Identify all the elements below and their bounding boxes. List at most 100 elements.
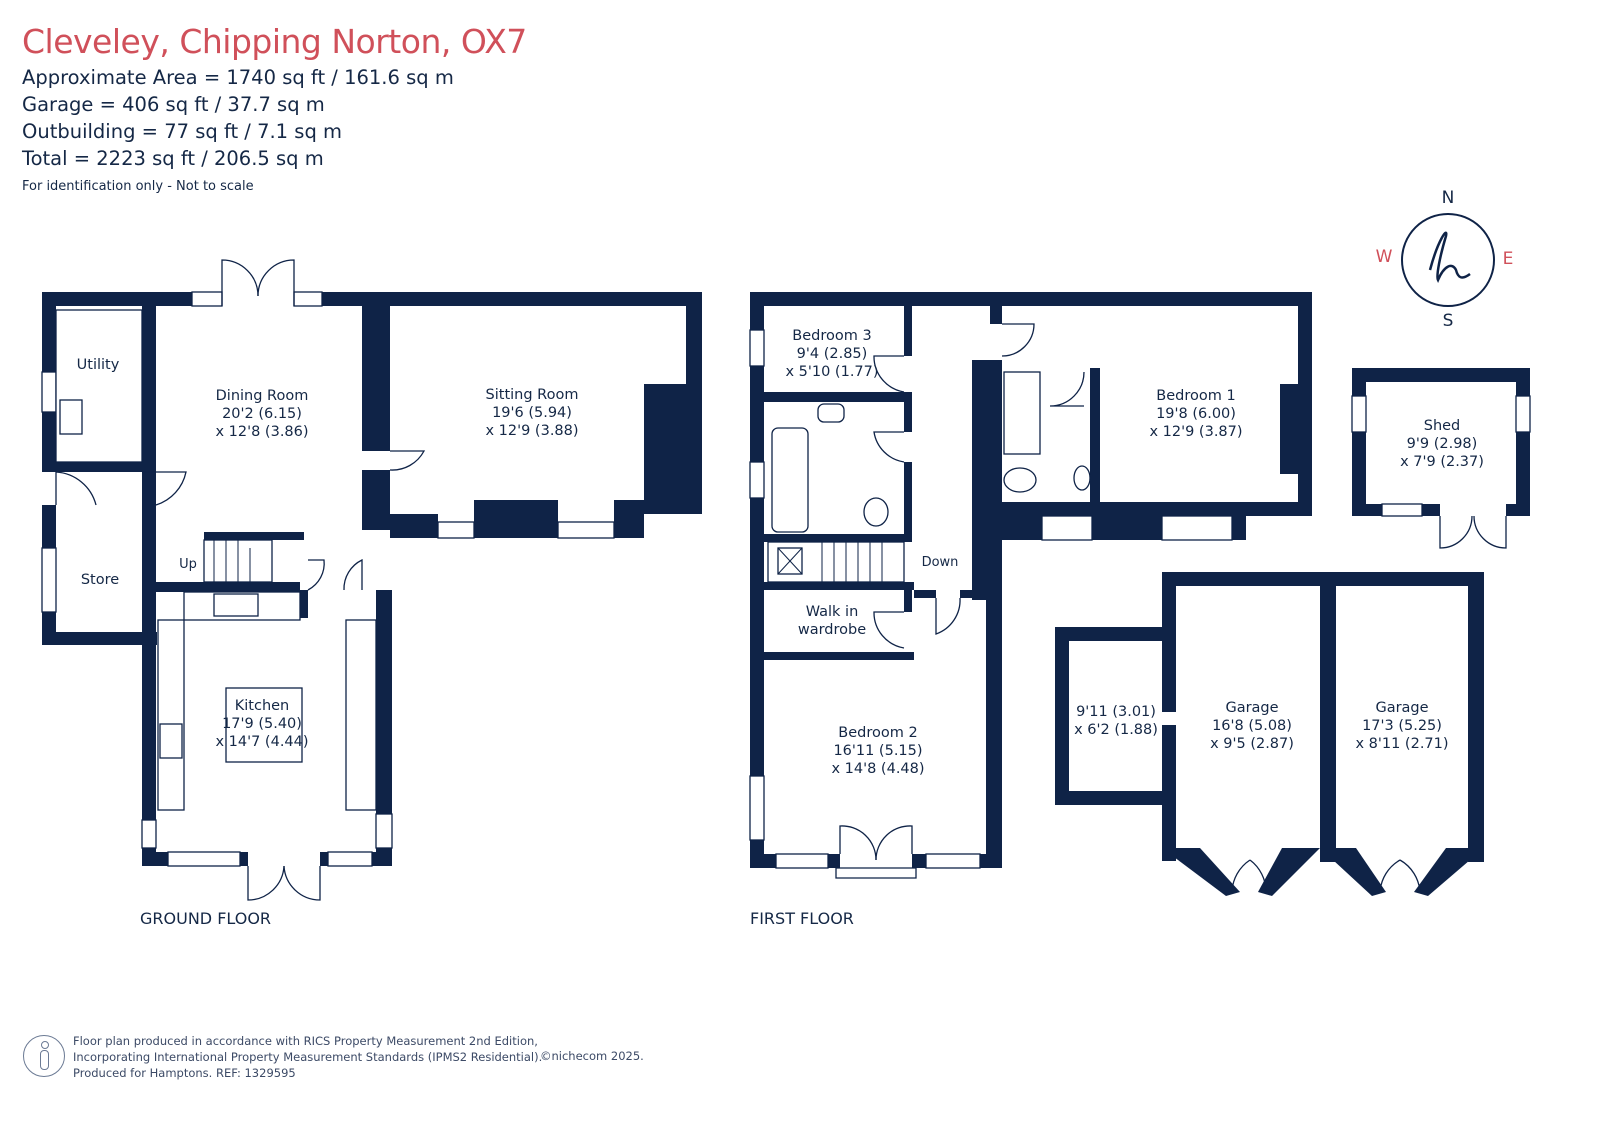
wall — [1320, 572, 1336, 862]
wall — [1298, 306, 1312, 516]
window — [557, 521, 615, 539]
hob-icon — [213, 593, 259, 617]
wall — [148, 398, 156, 448]
door — [935, 597, 961, 635]
garage-area: Garage = 406 sq ft / 37.7 sq m — [22, 93, 325, 116]
wall — [1422, 504, 1440, 516]
door — [1399, 859, 1421, 893]
wall — [42, 462, 142, 472]
door — [283, 865, 321, 901]
stairs-up-label: Up — [179, 557, 197, 572]
toilet-icon — [1003, 467, 1037, 493]
wall — [1090, 368, 1100, 504]
wall — [376, 590, 392, 866]
room-label-garage-store: 9'11 (3.01)x 6'2 (1.88) — [1074, 704, 1158, 738]
window — [1515, 395, 1531, 433]
wall — [1320, 848, 1386, 896]
wall — [986, 596, 1002, 868]
wall — [1055, 627, 1175, 641]
wall — [990, 306, 1002, 324]
window — [41, 371, 57, 413]
window — [1041, 515, 1093, 541]
first-floor-label: FIRST FLOOR — [750, 909, 854, 928]
wall — [1352, 368, 1530, 382]
compass-north: N — [1442, 188, 1455, 208]
wall — [1258, 848, 1320, 896]
wall — [142, 306, 156, 866]
wall — [614, 500, 644, 538]
wall — [42, 632, 157, 645]
footer-line: Produced for Hamptons. REF: 1329595 — [73, 1066, 296, 1080]
door — [247, 865, 285, 901]
window — [327, 851, 373, 867]
door — [142, 471, 187, 506]
door — [343, 558, 363, 591]
wall — [474, 500, 558, 538]
wall — [914, 590, 936, 598]
bath-icon — [771, 427, 809, 533]
window — [925, 853, 981, 869]
utility-worktop — [55, 309, 143, 463]
footer-notes: Floor plan produced in accordance with R… — [73, 1033, 542, 1081]
door — [873, 611, 905, 649]
wall — [1162, 725, 1176, 861]
wall — [764, 534, 912, 542]
sink-icon — [59, 399, 83, 435]
wall — [1055, 627, 1069, 805]
wall — [904, 306, 912, 356]
kitchen-worktop — [345, 619, 377, 811]
window — [293, 291, 323, 307]
wall — [390, 514, 438, 538]
window — [437, 521, 475, 539]
wall — [1055, 791, 1175, 805]
chimney-breast — [644, 384, 702, 514]
wall — [300, 590, 308, 618]
wall — [1162, 848, 1240, 896]
scale-note: For identification only - Not to scale — [22, 179, 254, 194]
door — [875, 825, 913, 861]
basin-icon — [1073, 465, 1091, 491]
wall — [1002, 502, 1312, 516]
window — [749, 775, 765, 841]
room-label-store: Store — [81, 572, 119, 588]
compass-east: E — [1503, 249, 1514, 269]
wall — [1162, 572, 1176, 712]
wall — [1516, 368, 1530, 516]
wall — [904, 392, 912, 432]
ground-floor-label: GROUND FLOOR — [140, 909, 271, 928]
shower-icon — [1003, 371, 1041, 455]
chimney-breast — [1280, 384, 1298, 474]
compass-west: W — [1376, 247, 1393, 267]
toilet-icon — [863, 497, 889, 527]
wall — [764, 582, 914, 590]
door — [307, 559, 325, 591]
kitchen-island — [225, 687, 303, 763]
window — [191, 291, 223, 307]
door — [55, 471, 97, 506]
door — [1473, 515, 1507, 549]
window — [41, 547, 57, 613]
footer-line: Incorporating International Property Mea… — [73, 1050, 543, 1064]
window — [749, 329, 765, 367]
door — [221, 259, 259, 306]
outbuilding-area: Outbuilding = 77 sq ft / 7.1 sq m — [22, 120, 343, 143]
wall — [960, 590, 986, 598]
wall — [972, 360, 1002, 600]
wall — [1352, 368, 1366, 516]
compass-south: S — [1443, 311, 1454, 331]
wall — [156, 582, 300, 592]
footer-line: Floor plan produced in accordance with R… — [73, 1034, 538, 1048]
room-label-utility: Utility — [77, 357, 120, 373]
window — [1161, 515, 1233, 541]
compass-ring-icon — [1401, 213, 1495, 307]
wall — [764, 652, 914, 660]
door — [257, 259, 295, 306]
